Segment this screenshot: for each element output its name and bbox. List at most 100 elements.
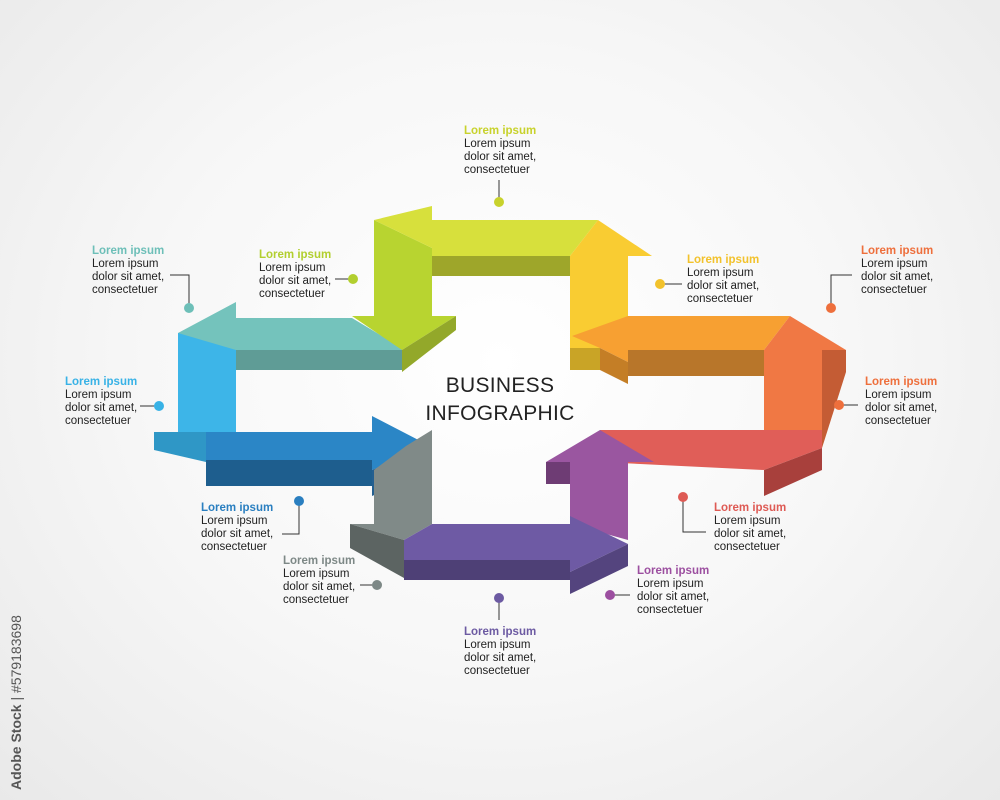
leader-deeporange — [830, 274, 852, 305]
label-orange: Lorem ipsum Lorem ipsum dolor sit amet, … — [865, 376, 937, 428]
label-sky: Lorem ipsum Lorem ipsum dolor sit amet, … — [65, 376, 137, 428]
label-line: dolor sit amet, — [464, 652, 537, 664]
label-line: dolor sit amet, — [861, 271, 934, 283]
arrow-sky-body — [154, 333, 236, 440]
label-line: Lorem ipsum — [283, 568, 350, 580]
label-line: Lorem ipsum — [714, 515, 781, 527]
label-gray: Lorem ipsum Lorem ipsum dolor sit amet, … — [283, 555, 355, 607]
arrow-green-side — [402, 316, 456, 372]
label-line: consectetuer — [259, 288, 325, 300]
arrow-lime-side — [432, 256, 570, 276]
arrow-blue-top — [206, 416, 430, 470]
label-line: dolor sit amet, — [464, 151, 537, 163]
label-line: consectetuer — [464, 665, 530, 677]
arrow-gray-side — [350, 524, 404, 578]
label-title: Lorem ipsum — [92, 245, 165, 257]
leader-dot-red — [678, 492, 688, 502]
label-title: Lorem ipsum — [687, 254, 760, 266]
label-line: Lorem ipsum — [464, 138, 531, 150]
label-line: consectetuer — [201, 541, 267, 553]
label-title: Lorem ipsum — [464, 125, 537, 137]
leader-dot-blue — [294, 496, 304, 506]
leader-dot-deep-orange — [826, 303, 836, 313]
label-title: Lorem ipsum — [637, 565, 710, 577]
leader-dot-purple — [605, 590, 615, 600]
title-line-1: BUSINESS — [445, 374, 555, 397]
arrow-violet-side — [404, 560, 570, 580]
label-line: consectetuer — [714, 541, 780, 553]
diagram-title: BUSINESS INFOGRAPHIC — [400, 372, 600, 428]
leader-dot-yellow — [655, 279, 665, 289]
arrow-sky-front — [154, 432, 206, 462]
arrow-orange-tip — [600, 348, 628, 384]
arrow-purple-body — [546, 430, 654, 540]
label-line: Lorem ipsum — [259, 262, 326, 274]
label-line: consectetuer — [861, 284, 927, 296]
watermark-brand: Adobe Stock — [8, 704, 24, 790]
label-line: dolor sit amet, — [259, 275, 332, 287]
arrow-orange-top — [572, 316, 790, 362]
label-line: Lorem ipsum — [92, 258, 159, 270]
arrow-green-body — [352, 220, 456, 350]
arrow-purple-side — [546, 462, 570, 484]
label-line: consectetuer — [92, 284, 158, 296]
label-title: Lorem ipsum — [861, 245, 934, 257]
label-line: Lorem ipsum — [464, 639, 531, 651]
arrow-red-top — [600, 430, 822, 470]
arrow-group-bottom — [350, 430, 654, 594]
leader-dot-violet — [494, 593, 504, 603]
label-purple: Lorem ipsum Lorem ipsum dolor sit amet, … — [637, 565, 709, 617]
arrow-lime-top — [374, 206, 598, 256]
label-line: consectetuer — [283, 594, 349, 606]
arrow-deeporange-body — [764, 316, 846, 448]
label-line: dolor sit amet, — [865, 402, 938, 414]
label-line: dolor sit amet, — [92, 271, 165, 283]
arrow-group-top — [352, 206, 652, 372]
label-line: Lorem ipsum — [861, 258, 928, 270]
label-line: Lorem ipsum — [687, 267, 754, 279]
label-line: dolor sit amet, — [65, 402, 138, 414]
label-blue: Lorem ipsum Lorem ipsum dolor sit amet, … — [201, 502, 273, 554]
leader-dots — [154, 197, 844, 603]
label-green: Lorem ipsum Lorem ipsum dolor sit amet, … — [259, 249, 331, 301]
leader-dot-gray — [372, 580, 382, 590]
label-line: Lorem ipsum — [201, 515, 268, 527]
label-title: Lorem ipsum — [259, 249, 332, 261]
stock-watermark: Adobe Stock | #579183698 — [8, 615, 24, 790]
label-line: consectetuer — [65, 415, 131, 427]
leader-blue — [282, 502, 300, 535]
label-line: dolor sit amet, — [201, 528, 274, 540]
label-title: Lorem ipsum — [464, 626, 537, 638]
label-lime: Lorem ipsum Lorem ipsum dolor sit amet, … — [464, 125, 536, 177]
leader-teal — [170, 274, 190, 305]
label-line: consectetuer — [865, 415, 931, 427]
label-line: consectetuer — [637, 604, 703, 616]
leader-dot-lime — [494, 197, 504, 207]
arrow-yellow-side — [570, 348, 600, 370]
arrow-violet-tip — [570, 544, 628, 594]
leader-dot-sky — [154, 401, 164, 411]
label-yellow: Lorem ipsum Lorem ipsum dolor sit amet, … — [687, 254, 759, 306]
label-title: Lorem ipsum — [714, 502, 787, 514]
watermark-number: #579183698 — [8, 615, 24, 693]
title-line-2: INFOGRAPHIC — [425, 402, 575, 425]
label-line: Lorem ipsum — [637, 578, 704, 590]
arrow-blue-side — [206, 460, 372, 486]
label-line: dolor sit amet, — [283, 581, 356, 593]
leader-dot-orange — [834, 400, 844, 410]
label-line: dolor sit amet, — [714, 528, 787, 540]
label-teal: Lorem ipsum Lorem ipsum dolor sit amet, … — [92, 245, 164, 297]
arrow-teal-side — [236, 350, 402, 370]
arrow-yellow-body — [570, 220, 652, 348]
label-line: Lorem ipsum — [865, 389, 932, 401]
label-title: Lorem ipsum — [65, 376, 138, 388]
leader-dot-teal — [184, 303, 194, 313]
arrow-violet-top — [404, 516, 628, 572]
arrow-gray-body — [350, 430, 432, 540]
leader-dot-green — [348, 274, 358, 284]
label-violet: Lorem ipsum Lorem ipsum dolor sit amet, … — [464, 626, 536, 678]
label-line: consectetuer — [464, 164, 530, 176]
label-line: dolor sit amet, — [687, 280, 760, 292]
leader-lines — [140, 180, 858, 620]
